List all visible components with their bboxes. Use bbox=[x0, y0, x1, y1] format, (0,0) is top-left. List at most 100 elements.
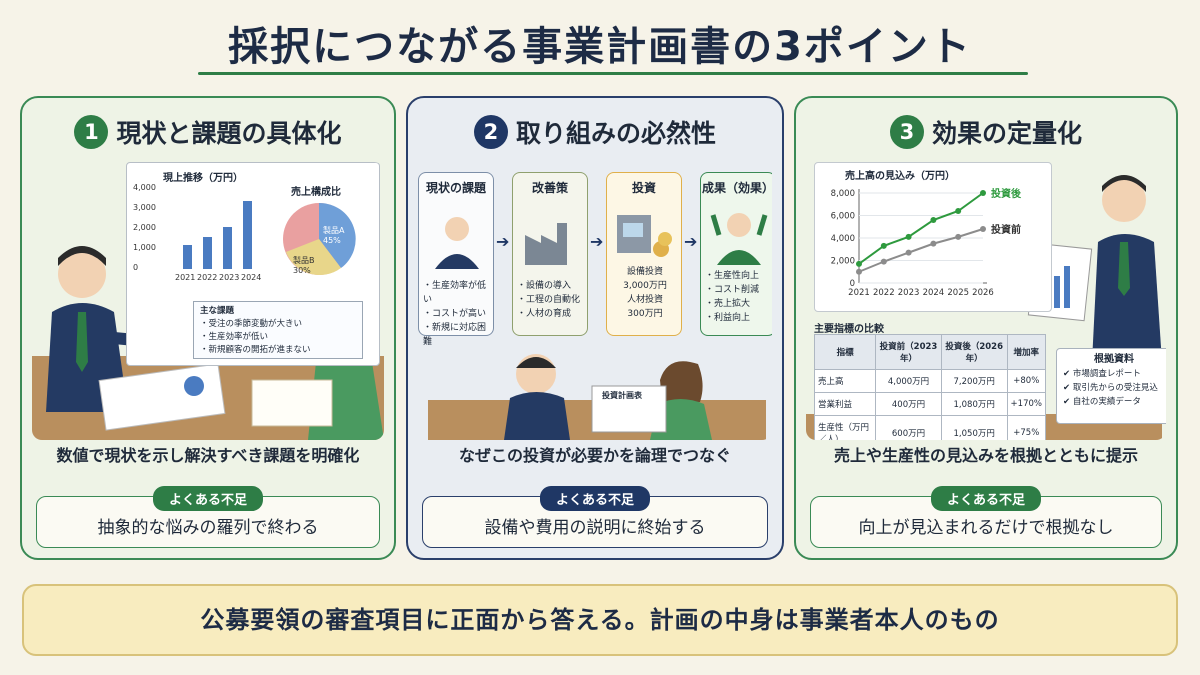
flow-step-investment: 投資 設備投資 3,000万円 人材投資 300万円 bbox=[606, 172, 682, 336]
flow-line: ・生産性向上 bbox=[705, 271, 760, 281]
pie-chart bbox=[283, 202, 356, 276]
flow-line: ・コスト削減 bbox=[705, 285, 760, 295]
common-gap-tag: よくある不足 bbox=[152, 486, 264, 511]
note-item: ・受注の季節変動が大きい bbox=[200, 319, 303, 329]
series-label: 投資前 bbox=[991, 223, 1021, 236]
doc-label: 投資計画表 bbox=[602, 391, 642, 400]
cheering-person-icon bbox=[710, 213, 768, 265]
y-tick-label: 8,000 bbox=[831, 189, 855, 199]
table-cell: 4,000万円 bbox=[875, 369, 942, 393]
x-tick-label: 2026 bbox=[972, 288, 994, 298]
flow-line: 設備投資 bbox=[626, 267, 663, 277]
table-row: 営業利益 400万円 1,080万円 +170% bbox=[813, 392, 1047, 416]
discussion-illustration bbox=[428, 354, 766, 440]
bar-2022 bbox=[203, 237, 212, 269]
heading-text: 効果の定量化 bbox=[931, 119, 1082, 148]
table-cell: 営業利益 bbox=[813, 392, 877, 416]
y-tick-label: 0 bbox=[850, 279, 855, 289]
flow-step-lines: 設備投資 3,000万円 人材投資 300万円 bbox=[607, 265, 683, 321]
note-title: 主な課題 bbox=[200, 306, 235, 316]
flow-line: ・利益向上 bbox=[705, 313, 751, 323]
y-tick-label: 6,000 bbox=[831, 212, 855, 222]
flow-line: 3,000万円 bbox=[623, 281, 667, 291]
data-point bbox=[905, 233, 912, 240]
flow-step-title: 改善策 bbox=[531, 181, 568, 195]
flow-line: ・人材の育成 bbox=[517, 309, 572, 319]
evidence-card: 根拠資料 ✔ 市場調査レポート ✔ 取引先からの受注見込 ✔ 自社の実績データ bbox=[1056, 348, 1166, 424]
number-badge: 1 bbox=[74, 115, 109, 149]
flow-line: ・工程の自動化 bbox=[517, 295, 581, 305]
x-tick: 2024 bbox=[241, 273, 262, 282]
comparison-title: 主要指標の比較 bbox=[814, 324, 884, 335]
data-point bbox=[980, 190, 986, 196]
y-tick: 2,000 bbox=[133, 223, 156, 232]
evidence-item: ✔ 市場調査レポート bbox=[1063, 369, 1141, 379]
panel-description: なぜこの投資が必要かを論理でつなぐ bbox=[458, 446, 731, 465]
arrow-right-icon: ➔ bbox=[590, 232, 604, 251]
bar-2024 bbox=[243, 201, 252, 269]
y-tick: 1,000 bbox=[133, 243, 156, 252]
x-tick: 2022 bbox=[197, 273, 218, 282]
table-header: 投資後（2026年） bbox=[940, 334, 1008, 370]
number-badge: 2 bbox=[473, 115, 508, 149]
flow-step-results: 成果（効果） ・生産性向上 ・コスト削減 ・売上拡大 ・利益向上 bbox=[700, 172, 772, 336]
evidence-title: 根拠資料 bbox=[1094, 354, 1134, 365]
common-gap-text: 設備や費用の説明に終始する bbox=[422, 496, 768, 548]
evidence-item: ✔ 取引先からの受注見込 bbox=[1063, 383, 1158, 393]
y-tick-label: 2,000 bbox=[831, 257, 855, 267]
table-cell: +75% bbox=[1006, 415, 1047, 440]
data-point bbox=[980, 226, 986, 232]
data-point bbox=[856, 260, 862, 267]
x-tick-label: 2022 bbox=[873, 288, 895, 298]
arrow-right-icon: ➔ bbox=[684, 232, 698, 251]
x-tick-label: 2024 bbox=[923, 288, 945, 298]
panel-description: 数値で現状を示し解決すべき課題を明確化 bbox=[56, 446, 360, 465]
common-gap-text: 向上が見込まれるだけで根拠なし bbox=[810, 496, 1162, 548]
table-header: 指標 bbox=[813, 334, 877, 370]
flow-line: ・生産効率が低い bbox=[423, 281, 487, 305]
title-underline bbox=[198, 72, 1028, 75]
data-point bbox=[880, 242, 887, 249]
flow-line: ・新規に対応困難 bbox=[423, 323, 487, 347]
data-point bbox=[856, 268, 862, 275]
flow-line: ・コストが高い bbox=[423, 309, 487, 319]
series-line bbox=[858, 192, 984, 265]
issue-note: 主な課題 ・受注の季節変動が大きい ・生産効率が低い ・新規顧客の開拓が進まない bbox=[193, 301, 363, 359]
flow-line: ・売上拡大 bbox=[705, 299, 751, 309]
x-tick: 2023 bbox=[219, 273, 240, 282]
machine-coins-icon bbox=[617, 215, 672, 257]
x-tick-label: 2021 bbox=[848, 288, 870, 298]
table-row: 売上高 4,000万円 7,200万円 +80% bbox=[813, 369, 1047, 393]
chart1-title: 現上推移（万円） bbox=[163, 173, 243, 184]
series-label: 投資後 bbox=[991, 187, 1022, 200]
pie-label-b: 製品B 30% bbox=[293, 256, 315, 275]
pie-label-a: 製品A 45% bbox=[323, 226, 345, 245]
chart2-title: 売上構成比 bbox=[291, 187, 341, 198]
table-header: 投資前（2023年） bbox=[875, 334, 942, 370]
worried-person-icon bbox=[435, 217, 479, 269]
logic-flow-scene: 現状の課題 ・生産効率が低い ・コストが高い ・新規に対応困難 ➔ 改善策 ・設… bbox=[418, 162, 772, 440]
data-point bbox=[930, 240, 937, 247]
table-cell: +170% bbox=[1006, 392, 1047, 416]
x-tick-label: 2025 bbox=[947, 288, 969, 298]
table-cell: 1,080万円 bbox=[940, 392, 1008, 416]
chart-title: 売上高の見込み（万円） bbox=[845, 171, 955, 182]
flow-step-title: 成果（効果） bbox=[701, 181, 772, 195]
flow-line: 300万円 bbox=[627, 309, 663, 319]
data-point bbox=[955, 208, 962, 214]
page-title: 採択につながる事業計画書の3ポイント bbox=[228, 24, 972, 70]
y-tick: 3,000 bbox=[133, 203, 156, 212]
arrow-right-icon: ➔ bbox=[496, 232, 510, 251]
summary-banner: 公募要領の審査項目に正面から答える。計画の中身は事業者本人のもの bbox=[22, 584, 1178, 656]
presentation-scene: 現上推移（万円） 4,000 3,000 2,000 1,000 0 2021 … bbox=[32, 162, 384, 440]
table-cell: 1,050万円 bbox=[940, 415, 1008, 440]
y-tick: 4,000 bbox=[133, 183, 156, 192]
flow-step-lines: ・生産性向上 ・コスト削減 ・売上拡大 ・利益向上 bbox=[705, 269, 759, 325]
heading-text: 取り組みの必然性 bbox=[515, 119, 716, 148]
flow-step-title: 現状の課題 bbox=[425, 181, 486, 195]
factory-icon bbox=[525, 223, 567, 265]
flow-line: 人材投資 bbox=[626, 295, 663, 305]
